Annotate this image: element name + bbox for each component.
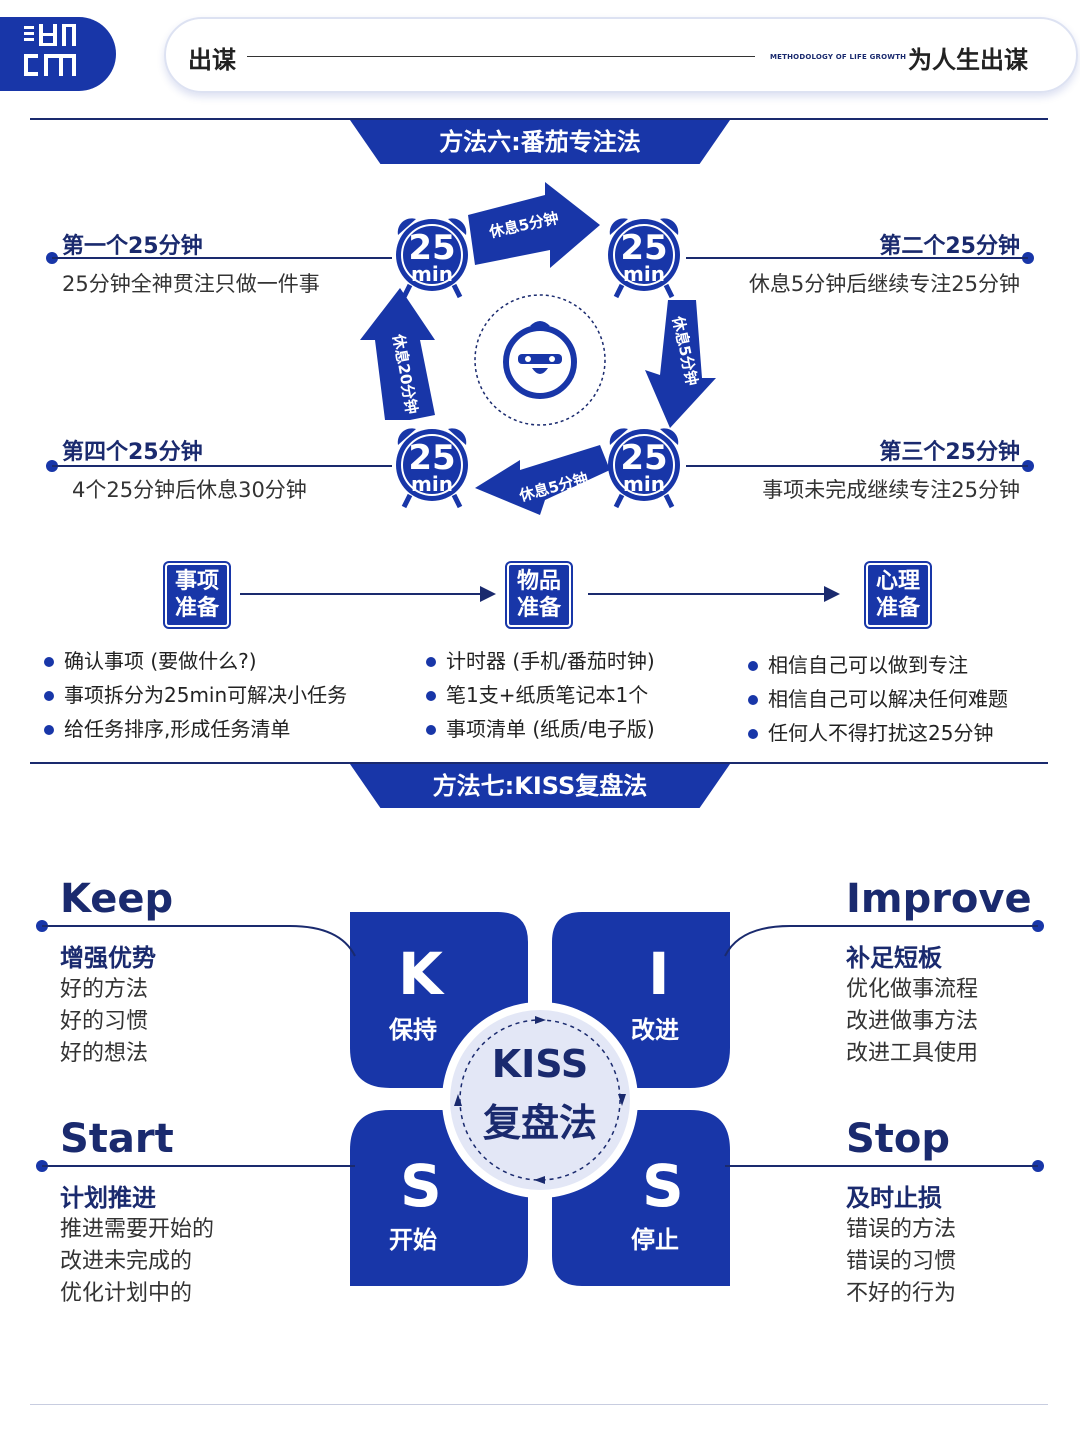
- svg-text:min: min: [623, 472, 665, 496]
- prep-list-items: 计时器 (手机/番茄时钟) 笔1支+纸质笔记本1个 事项清单 (纸质/电子版): [426, 644, 655, 746]
- header-tagline: METHODOLOGY OF LIFE GROWTH: [770, 53, 907, 61]
- section-divider: [30, 762, 1048, 764]
- logo-icon: [24, 24, 76, 76]
- kiss-stop-word: Stop: [846, 1116, 951, 1162]
- leader-line: [52, 257, 392, 259]
- list-item: 改进工具使用: [846, 1041, 979, 1066]
- kiss-start-sub: 计划推进: [60, 1184, 156, 1212]
- list-item: 任何人不得打扰这25分钟: [748, 716, 1008, 750]
- svg-text:min: min: [623, 262, 665, 286]
- prep-flow-arrows: [240, 586, 840, 602]
- kiss-stop-items: 错误的方法 错误的习惯 不好的行为: [846, 1214, 956, 1310]
- arrow-top: [468, 182, 600, 268]
- center-dashed-circle: [474, 294, 606, 426]
- kiss-leader-lines: [36, 920, 1044, 1172]
- kiss-center-subtitle: 复盘法: [482, 1101, 597, 1145]
- step-3-title: 第三个25分钟: [879, 440, 1020, 465]
- list-item: 给任务排序,形成任务清单: [44, 712, 347, 746]
- leader-line: [52, 465, 392, 467]
- list-item: 事项拆分为25min可解决小任务: [44, 678, 347, 712]
- step-1-title: 第一个25分钟: [62, 234, 203, 259]
- header-left-title: 出谋: [188, 46, 236, 74]
- pomodoro-banner: 方法六:番茄专注法: [350, 120, 730, 164]
- kiss-diagram: [350, 912, 730, 1286]
- arrow-right: [645, 300, 716, 428]
- step-1-desc: 25分钟全神贯注只做一件事: [62, 272, 320, 296]
- list-item: 相信自己可以做到专注: [748, 648, 1008, 682]
- list-item: 不好的行为: [846, 1281, 957, 1306]
- svg-text:25: 25: [408, 228, 455, 268]
- list-item: 好的习惯: [60, 1009, 149, 1034]
- step-2-desc: 休息5分钟后继续专注25分钟: [748, 272, 1020, 296]
- prep-list-task: 确认事项 (要做什么?) 事项拆分为25min可解决小任务 给任务排序,形成任务…: [44, 644, 347, 746]
- section-divider: [30, 118, 1048, 120]
- prep-badge-mind: 心理准备: [866, 563, 930, 627]
- arrow-left: [360, 288, 435, 420]
- list-item: 好的方法: [60, 977, 149, 1002]
- list-item: 改进做事方法: [846, 1009, 979, 1034]
- prep-badge-items: 物品准备: [507, 563, 571, 627]
- kiss-start-items: 推进需要开始的 改进未完成的 优化计划中的: [60, 1214, 214, 1310]
- leader-line: [686, 257, 1028, 259]
- leader-line: [686, 465, 1028, 467]
- leader-dot: [1022, 460, 1034, 472]
- petal-letter-i: I: [648, 940, 670, 1008]
- kiss-improve-items: 优化做事流程 改进做事方法 改进工具使用: [846, 974, 978, 1070]
- arrow-right-icon: [480, 586, 496, 602]
- header-bar: [164, 17, 1078, 93]
- kiss-stop-sub: 及时止损: [846, 1184, 942, 1212]
- kiss-keep-items: 好的方法 好的习惯 好的想法: [60, 974, 148, 1070]
- prep-badge-task: 事项准备: [165, 563, 229, 627]
- petal-letter-k: K: [398, 940, 443, 1008]
- leader-dot: [1022, 252, 1034, 264]
- alarm-clock-icon: 25 min: [396, 428, 468, 509]
- tomato-icon: [503, 321, 577, 399]
- kiss-improve-sub: 补足短板: [846, 944, 942, 972]
- list-item: 优化做事流程: [846, 977, 979, 1002]
- step-4-title: 第四个25分钟: [62, 440, 203, 465]
- petal-label-start: 开始: [389, 1226, 437, 1254]
- list-item: 笔1支+纸质笔记本1个: [426, 678, 655, 712]
- arrow-bottom: [475, 445, 610, 515]
- arrow-right-icon: [824, 586, 840, 602]
- svg-text:min: min: [411, 472, 453, 496]
- prep-list-mind: 相信自己可以做到专注 相信自己可以解决任何难题 任何人不得打扰这25分钟: [748, 648, 1008, 750]
- alarm-clock-icon: 25 min: [608, 218, 680, 299]
- header-divider: [247, 56, 755, 57]
- svg-text:25: 25: [408, 438, 455, 478]
- kiss-banner: 方法七:KISS复盘法: [350, 764, 730, 808]
- svg-text:min: min: [411, 262, 453, 286]
- kiss-center-circle: [450, 1010, 630, 1190]
- list-item: 相信自己可以解决任何难题: [748, 682, 1008, 716]
- list-item: 计时器 (手机/番茄时钟): [426, 644, 655, 678]
- header-right-title: 为人生出谋: [908, 46, 1028, 74]
- petal-letter-s: S: [642, 1152, 684, 1220]
- petal-label-keep: 保持: [389, 1016, 437, 1044]
- kiss-improve-word: Improve: [846, 876, 1032, 922]
- pomodoro-cycle-diagram: 休息5分钟 休息5分钟 休息5分钟 休息20分钟 25 min 25 min 2…: [360, 182, 716, 515]
- kiss-keep-sub: 增强优势: [60, 944, 156, 972]
- petal-letter-s: S: [400, 1152, 442, 1220]
- step-4-desc: 4个25分钟后休息30分钟: [72, 478, 307, 502]
- list-item: 错误的方法: [846, 1217, 957, 1242]
- step-2-title: 第二个25分钟: [879, 234, 1020, 259]
- list-item: 确认事项 (要做什么?): [44, 644, 347, 678]
- petal-label-stop: 停止: [631, 1226, 679, 1254]
- alarm-clock-icon: 25 min: [608, 428, 680, 509]
- list-item: 好的想法: [60, 1041, 149, 1066]
- list-item: 推进需要开始的: [60, 1217, 215, 1242]
- list-item: 改进未完成的: [60, 1249, 193, 1274]
- step-3-desc: 事项未完成继续专注25分钟: [762, 478, 1020, 502]
- petal-label-improve: 改进: [631, 1016, 679, 1044]
- list-item: 错误的习惯: [846, 1249, 957, 1274]
- kiss-center-title: KISS: [491, 1042, 589, 1086]
- svg-text:25: 25: [620, 438, 667, 478]
- kiss-start-word: Start: [60, 1116, 174, 1162]
- kiss-keep-word: Keep: [60, 876, 174, 922]
- footer-divider: [30, 1404, 1048, 1405]
- list-item: 优化计划中的: [60, 1281, 193, 1306]
- list-item: 事项清单 (纸质/电子版): [426, 712, 655, 746]
- svg-text:25: 25: [620, 228, 667, 268]
- alarm-clock-icon: 25 min: [396, 218, 468, 299]
